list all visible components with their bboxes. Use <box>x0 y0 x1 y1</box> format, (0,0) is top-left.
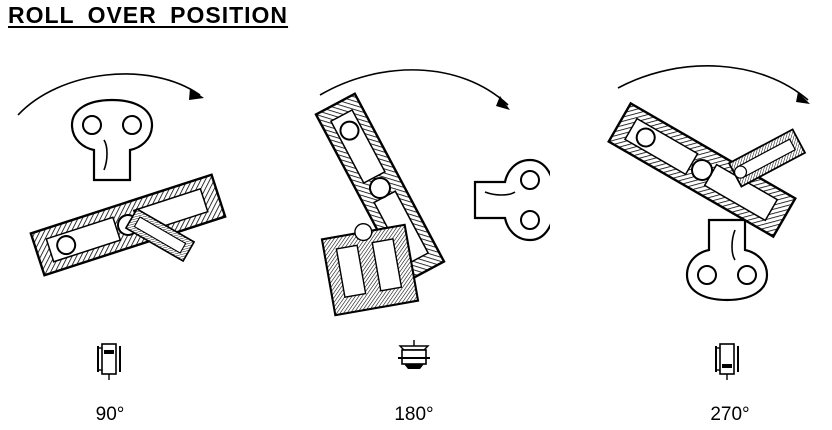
angle-label-270: 270° <box>710 404 750 425</box>
valve-180-illustration <box>314 69 550 317</box>
rotation-arrow <box>617 65 809 101</box>
valve-side-icon <box>97 343 121 380</box>
angle-label-90: 90° <box>95 404 125 425</box>
diagram-title: ROLL OVER POSITION <box>8 2 289 28</box>
angle-label-180: 180° <box>394 404 434 425</box>
valve-bottom-icon <box>398 340 430 369</box>
position-90-panel: 90° <box>0 60 260 430</box>
valve-270-illustration <box>607 65 810 302</box>
valve-side-icon <box>715 343 739 380</box>
rotation-arrow <box>17 73 201 116</box>
position-270-panel: 270° <box>572 60 832 430</box>
position-180-panel: 180° <box>290 60 550 430</box>
valve-90-illustration <box>17 73 227 277</box>
rotation-arrow <box>319 69 509 106</box>
